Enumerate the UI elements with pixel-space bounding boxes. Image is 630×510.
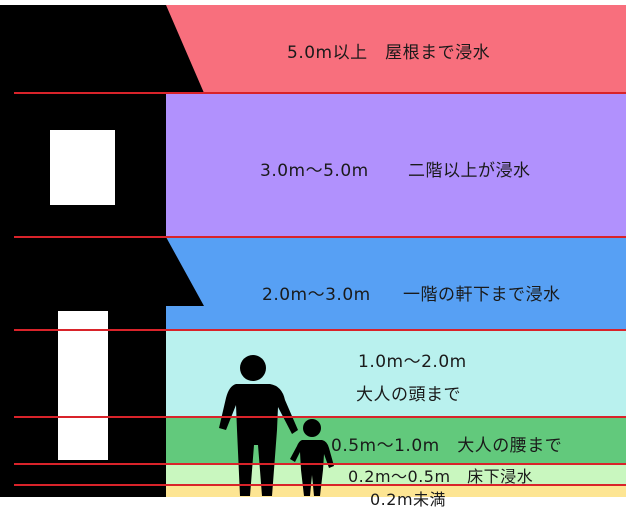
boundary-line-5m xyxy=(14,92,626,94)
boundary-line-2m xyxy=(14,329,626,331)
label-second-floor-range: 3.0m～5.0m xyxy=(260,161,369,181)
child-person-icon xyxy=(290,419,334,496)
level-band-02-05m xyxy=(166,464,626,485)
label-eaves-text: 一階の軒下まで浸水 xyxy=(403,285,561,305)
label-second-floor-text: 二階以上が浸水 xyxy=(408,161,531,181)
label-roof: 5.0m以上 屋根まで浸水 xyxy=(287,43,491,63)
level-band-under-02m xyxy=(166,485,626,497)
door xyxy=(58,311,108,460)
adult-person-icon xyxy=(219,355,298,496)
boundary-line-05m xyxy=(14,463,626,465)
label-eaves-range: 2.0m～3.0m xyxy=(262,285,371,305)
label-under-floor: 0.2m～0.5m 床下浸水 xyxy=(348,467,534,486)
label-under-02m: 0.2m未満 xyxy=(370,490,447,509)
level-band-5m-plus xyxy=(166,5,626,93)
boundary-line-3m xyxy=(14,236,626,238)
label-adult-waist: 0.5m～1.0m 大人の腰まで xyxy=(331,436,563,456)
upper-window xyxy=(50,130,115,205)
boundary-line-02m xyxy=(14,484,626,486)
level-band-3-5m xyxy=(166,93,626,237)
label-adult-head-range: 1.0m～2.0m xyxy=(358,352,467,372)
label-adult-head-text: 大人の頭まで xyxy=(356,385,461,405)
level-band-2-3m xyxy=(166,237,626,330)
boundary-line-1m xyxy=(14,416,626,418)
